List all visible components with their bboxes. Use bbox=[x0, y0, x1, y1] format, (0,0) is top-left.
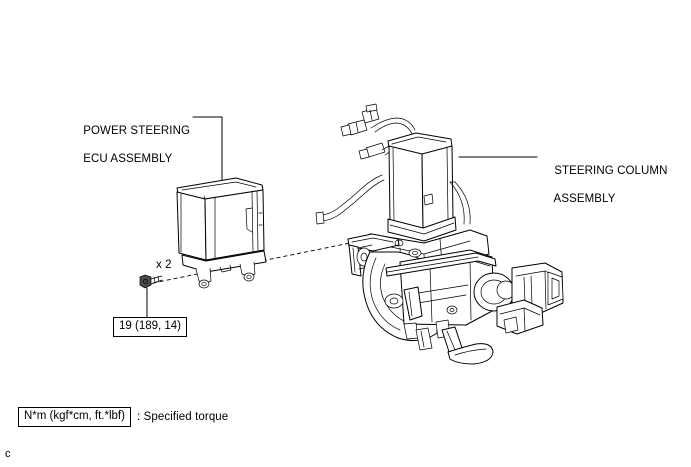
lower-mid-bracket bbox=[415, 327, 433, 351]
tilt-lever bbox=[441, 326, 494, 365]
torque-legend-units-box: N*m (kgf*cm, ft.*lbf) bbox=[18, 407, 131, 427]
bolt-quantity-label: x 2 bbox=[156, 259, 172, 271]
part-steering-column-assembly bbox=[315, 103, 564, 365]
mounting-bolt bbox=[139, 274, 163, 289]
part-power-steering-ecu-assembly bbox=[176, 177, 267, 289]
harness-tube-right bbox=[449, 181, 471, 225]
callout-ecu-line2: ECU ASSEMBLY bbox=[83, 153, 173, 165]
assist-motor bbox=[387, 132, 457, 242]
connector-motor-lead bbox=[358, 142, 386, 160]
connector-upper-left bbox=[340, 119, 368, 137]
callout-label-steering-column: STEERING COLUMN ASSEMBLY bbox=[541, 150, 668, 220]
housing-fastener bbox=[446, 305, 458, 315]
torque-legend-meaning: : Specified torque bbox=[137, 411, 229, 423]
callout-column-line1: STEERING COLUMN bbox=[554, 165, 668, 177]
callout-ecu-line1: POWER STEERING bbox=[83, 125, 191, 137]
ignition-switch-housing bbox=[511, 262, 564, 313]
column-rail bbox=[385, 252, 497, 277]
wire-harness-main bbox=[315, 174, 385, 225]
torque-spec-box: 19 (189, 14) bbox=[113, 317, 188, 337]
lower-connector-block bbox=[496, 299, 544, 335]
callout-label-power-steering-ecu: POWER STEERING ECU ASSEMBLY bbox=[70, 110, 190, 180]
page-mark: c bbox=[5, 448, 11, 460]
gear-housing-boss bbox=[408, 248, 422, 258]
callout-column-line2: ASSEMBLY bbox=[553, 193, 616, 205]
connector-upper-right bbox=[361, 103, 380, 124]
leader-line-ecu bbox=[192, 116, 223, 187]
